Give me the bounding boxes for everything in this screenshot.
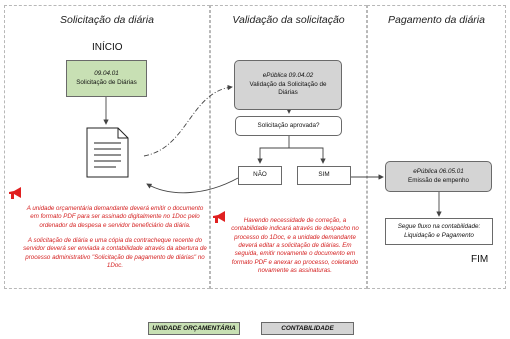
note-requesting-para1: A unidade orçamentária demandante deverá…	[26, 205, 204, 229]
validation-node: ePública 09.04.02 Validação da Solicitaç…	[234, 60, 342, 110]
validation-code: ePública 09.04.02	[262, 72, 314, 80]
request-title: Solicitação de Diárias	[76, 78, 137, 86]
decision-node: Solicitação aprovada?	[235, 116, 342, 136]
request-node: 09.04.01 Solicitação de Diárias	[66, 60, 147, 97]
lane-requesting: Solicitação da diária	[4, 5, 210, 289]
note-correction-text: Havendo necessidade de correção, a conta…	[231, 217, 359, 275]
legend-accounting: CONTABILIDADE	[261, 322, 354, 335]
request-code: 09.04.01	[94, 70, 119, 77]
arrow-document-to-validation	[143, 84, 233, 157]
lane-title-payment: Pagamento da diária	[388, 14, 485, 26]
arrow-decision-to-yes	[289, 147, 326, 164]
accounting-line2: Liquidação e Pagamento	[404, 231, 474, 239]
note-requesting-unit: A unidade orçamentária demandante deverá…	[22, 205, 208, 278]
accounting-flow-node: Segue fluxo na contabilidade: Liquidação…	[385, 218, 493, 245]
validation-title: Validação da Solicitação de Diárias	[249, 80, 327, 97]
payment-title: Emissão de empenho	[408, 176, 469, 184]
accounting-line1: Segue fluxo na contabilidade:	[397, 223, 481, 230]
end-label: FIM	[471, 254, 489, 265]
note-requesting-para2: A solicitação de diária e uma cópia da c…	[23, 237, 207, 270]
lane-title-requesting: Solicitação da diária	[60, 14, 154, 26]
no-option: NÃO	[238, 166, 282, 185]
payment-code: ePública 06.05.01	[413, 168, 464, 175]
arrow-decision-branches	[257, 136, 290, 164]
arrow-no-to-document	[146, 177, 239, 194]
payment-node: ePública 06.05.01 Emissão de empenho	[385, 161, 492, 192]
lane-validation: Validação da solicitação	[210, 5, 367, 289]
legend-budget-unit: UNIDADE ORÇAMENTÁRIA	[148, 322, 240, 335]
note-correction: Havendo necessidade de correção, a conta…	[226, 217, 364, 283]
lane-title-validation: Validação da solicitação	[232, 14, 345, 26]
start-label: INÍCIO	[92, 42, 123, 53]
megaphone-icon	[213, 211, 225, 223]
lane-payment: Pagamento da diária	[367, 5, 506, 289]
decision-question: Solicitação aprovada?	[257, 121, 320, 129]
megaphone-icon	[9, 187, 21, 199]
yes-option: SIM	[297, 166, 351, 185]
